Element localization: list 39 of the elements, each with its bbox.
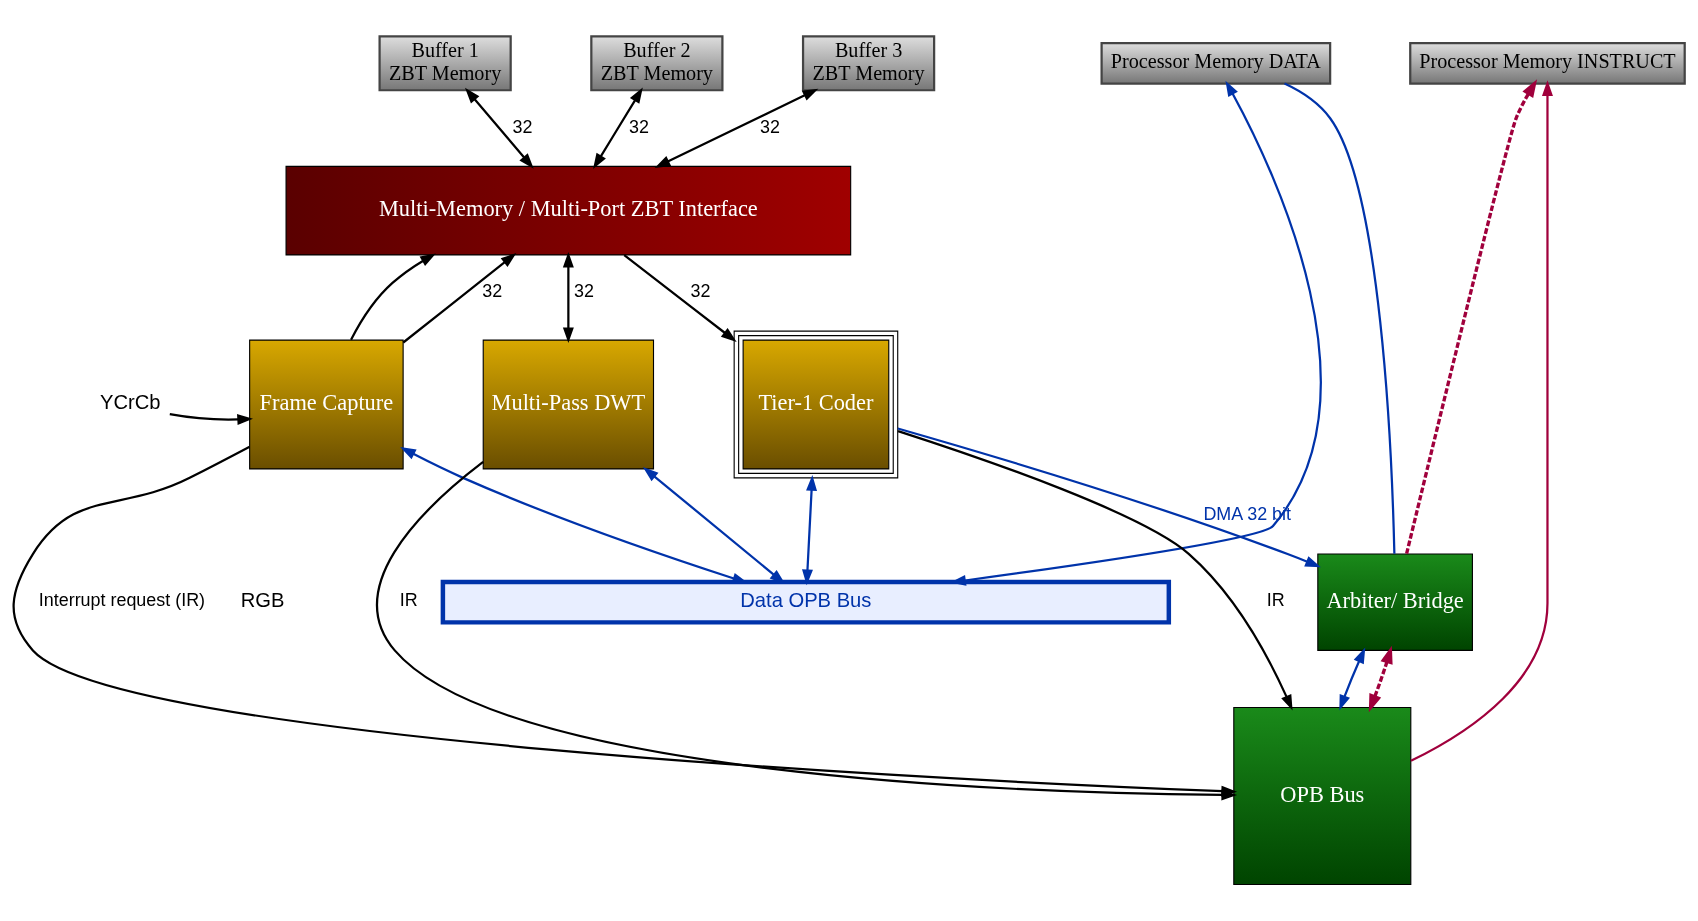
node-box: Tier-1 Coder [733,330,899,479]
edge-label: 32 [760,116,780,137]
edge-label: 32 [512,116,533,137]
arrow [1368,645,1393,713]
edge-label: 32 [628,116,649,137]
node-box: Buffer 2 ZBT Memory [590,35,724,92]
arrow [897,427,1321,568]
node-box: Multi-Memory / Multi-Port ZBT Interface [285,165,852,256]
arrow [562,251,574,344]
arrow [464,87,534,169]
label: RGB [240,589,285,612]
arrow [1410,80,1553,762]
arrow [169,413,253,425]
arrow [1339,647,1366,711]
edge-label: Interrupt request (IR) [38,590,206,611]
node-box: Processor Memory INSTRUCT [1409,42,1686,85]
edge-label: 32 [482,281,503,302]
arrow [623,254,737,342]
edge-label: 32 [690,281,711,302]
arrow [897,430,1293,711]
arrow [1405,79,1538,555]
node-box: Frame Capture [249,339,404,470]
node-box: OPB Bus [1233,706,1412,886]
edge-label: IR [399,590,418,611]
arrow [802,475,818,586]
node-box: Data OPB Bus [440,579,1172,625]
connector [1284,82,1396,554]
node-text: YCrCb [100,391,161,414]
node-box: Buffer 1 ZBT Memory [378,35,512,92]
node-box: Arbiter/ Bridge [1317,553,1473,651]
arrow [350,253,436,341]
node-box: Multi-Pass DWT [482,339,655,470]
arrow [654,88,819,168]
edge-label: 32 [574,281,595,302]
arrow [402,252,517,344]
node-box: Buffer 3 ZBT Memory [801,35,936,92]
edge-label: IR [1266,590,1285,611]
node-box: Processor Memory DATA [1100,42,1332,85]
arrow [593,87,643,170]
